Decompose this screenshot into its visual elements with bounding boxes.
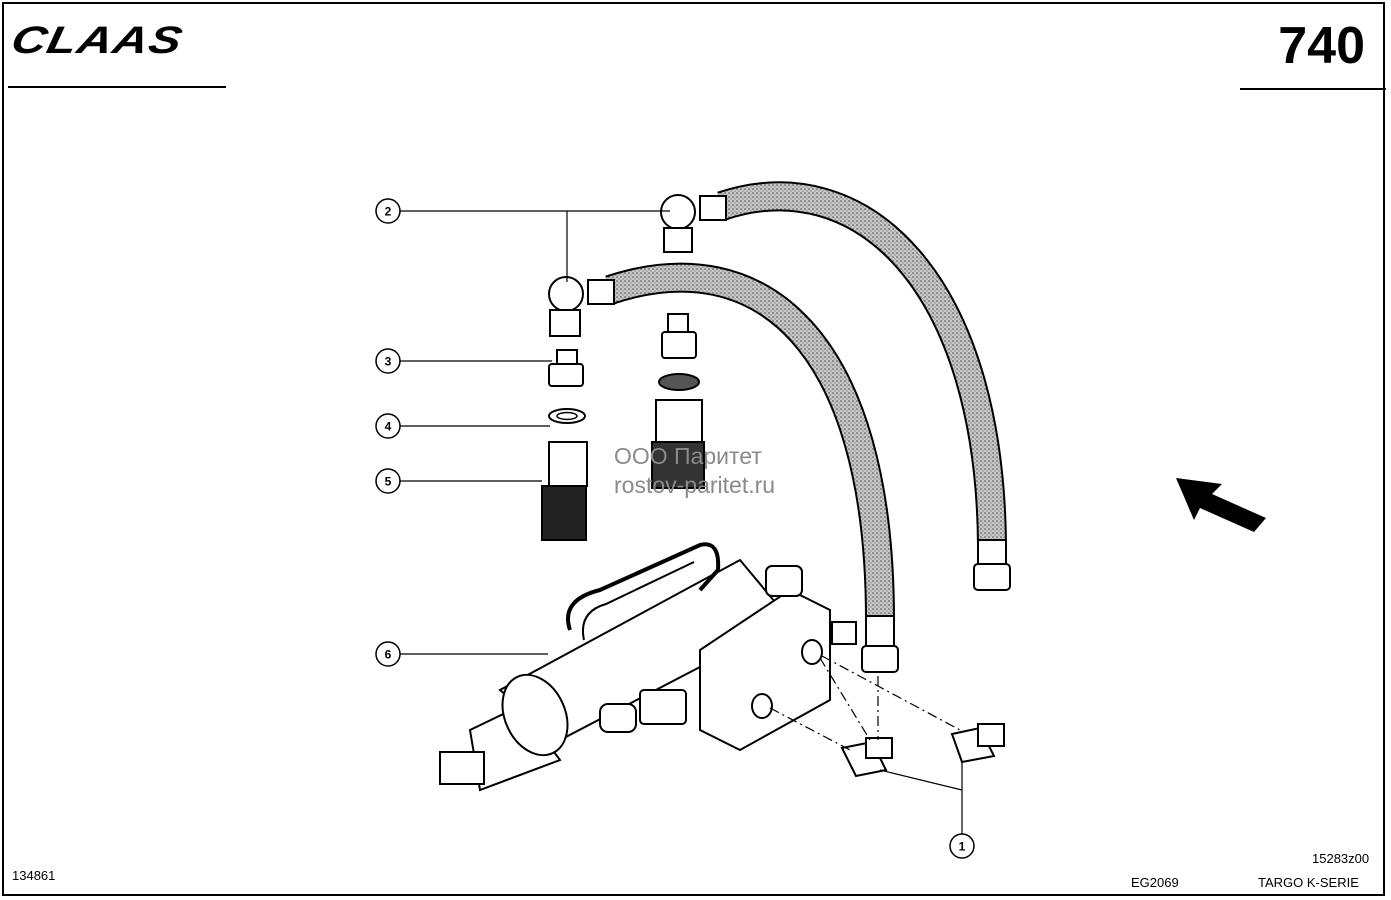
valve-assembly: [439, 542, 857, 792]
watermark-url: rostov-paritet.ru: [614, 471, 776, 498]
direction-arrow-icon: [1176, 478, 1266, 532]
callout-1: 1: [949, 833, 975, 859]
svg-text:3: 3: [385, 355, 392, 369]
callout-3: 3: [375, 348, 401, 374]
callout-5: 5: [375, 468, 401, 494]
watermark-company: ООО Паритет: [614, 443, 762, 469]
footer-center-code: EG2069: [1131, 875, 1179, 890]
svg-text:6: 6: [385, 648, 392, 662]
footer-left-code: 134861: [12, 868, 56, 883]
page-number-underline: [1240, 88, 1386, 90]
hose-outer: [660, 181, 1011, 591]
svg-text:4: 4: [385, 420, 392, 434]
hose-inner: [548, 262, 899, 673]
elbow-fittings: [769, 655, 1005, 778]
callout-4: 4: [375, 413, 401, 439]
page-number: 740: [1278, 17, 1365, 75]
svg-text:2: 2: [385, 205, 392, 219]
callout-6: 6: [375, 641, 401, 667]
callout-2: 2: [375, 198, 401, 224]
logo-underline: [8, 86, 226, 88]
svg-text:5: 5: [385, 475, 392, 489]
coupling-stack-right: [651, 313, 705, 489]
callout-leaders: [400, 210, 963, 834]
footer-model-series: TARGO K-SERIE: [1258, 875, 1359, 890]
watermark: ООО Паритет rostov-paritet.ru: [614, 442, 775, 500]
coupling-stack-left: [541, 349, 588, 541]
footer-drawing-number: 15283z00: [1312, 851, 1370, 866]
svg-text:1: 1: [959, 840, 966, 854]
